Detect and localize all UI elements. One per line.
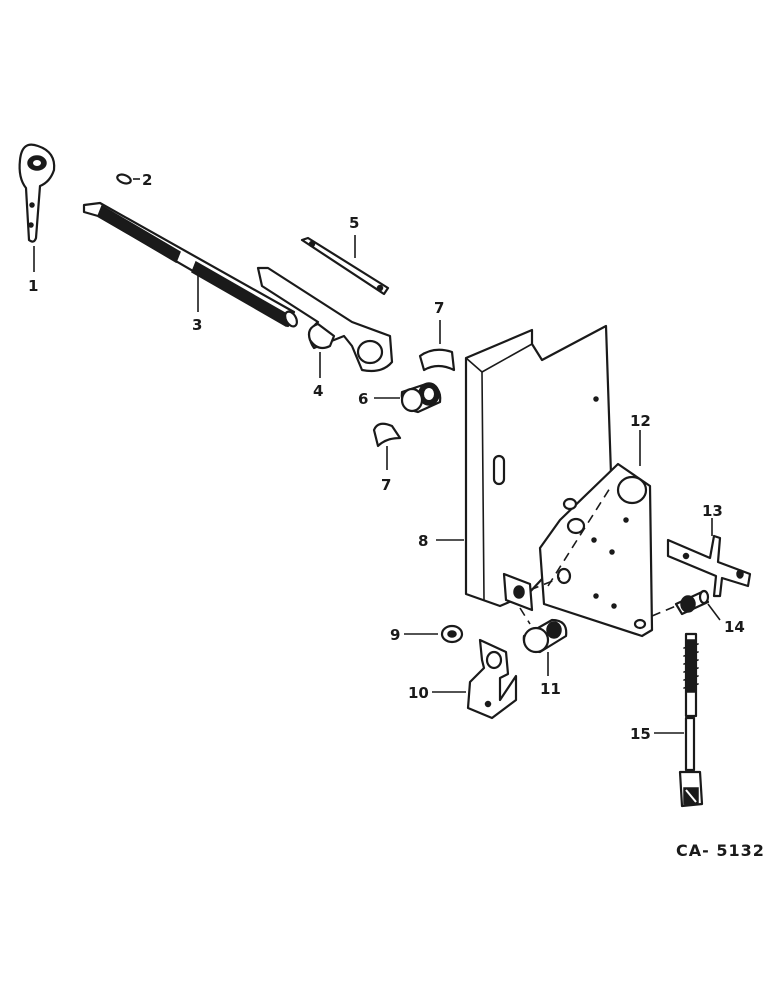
callout-11: 11 <box>540 680 561 698</box>
callout-7-upper: 7 <box>434 299 444 317</box>
callout-7-lower: 7 <box>381 476 391 494</box>
callout-5: 5 <box>349 214 359 232</box>
callout-labels: 1 2 3 4 5 6 7 7 8 9 10 11 12 13 14 15 <box>28 171 745 743</box>
callout-6: 6 <box>358 390 368 408</box>
callout-14: 14 <box>724 618 745 636</box>
callout-8: 8 <box>418 532 428 550</box>
part-7-half-bushing-upper <box>418 320 456 372</box>
part-13-angle-bracket <box>666 518 752 598</box>
drawing-reference-code: CA- 5132 <box>676 841 765 860</box>
part-3-threaded-rod <box>82 201 298 328</box>
part-4-clamp-bracket <box>256 266 394 378</box>
part-2-pin <box>116 173 140 185</box>
callout-15: 15 <box>630 725 651 743</box>
part-15-clevis-rod <box>654 632 704 808</box>
callout-9: 9 <box>390 626 400 644</box>
callout-12: 12 <box>630 412 651 430</box>
callout-1: 1 <box>28 277 38 295</box>
part-6-bushing <box>374 382 442 414</box>
part-14-swivel-pin <box>651 589 721 621</box>
part-12-pivot-bracket <box>538 430 654 638</box>
part-1-handle <box>18 143 56 272</box>
callout-13: 13 <box>702 502 723 520</box>
part-8-lower-tab <box>502 567 572 612</box>
part-5-flat-strap <box>300 235 390 296</box>
callout-2: 2 <box>142 171 152 189</box>
callout-4: 4 <box>313 382 323 400</box>
part-11-bushing <box>519 607 568 676</box>
callout-10: 10 <box>408 684 429 702</box>
part-9-washer <box>404 624 464 644</box>
callout-3: 3 <box>192 316 202 334</box>
part-10-offset-bracket <box>432 638 518 720</box>
part-7-half-bushing-lower <box>372 422 402 470</box>
